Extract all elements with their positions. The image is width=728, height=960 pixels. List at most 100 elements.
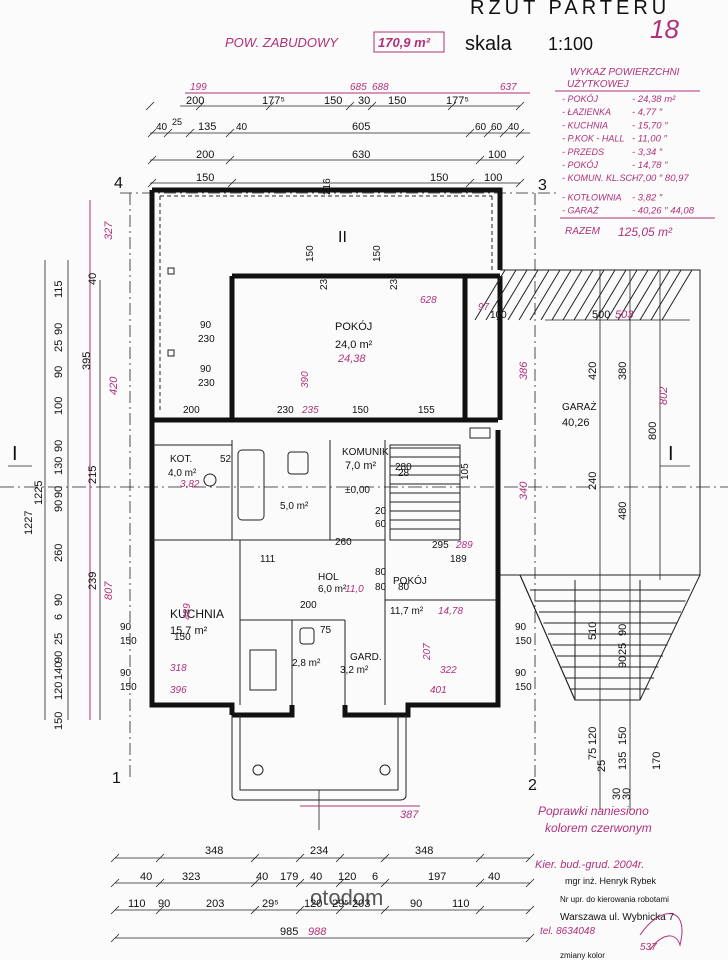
dim-label: 230 (277, 405, 294, 416)
dim-tick (380, 878, 390, 888)
dim-tick (155, 905, 165, 915)
dim-label: 80 (375, 582, 387, 593)
dim-label: 802 (658, 387, 670, 405)
dim-label: 230 (389, 273, 400, 290)
dim-label: 170 (651, 752, 663, 770)
dim-label: 90 (53, 323, 65, 335)
dim-label: 60 (375, 519, 387, 530)
room-name: KUCHNIA (170, 607, 224, 621)
room-name: GARAŻ (562, 400, 596, 413)
dim-tick (515, 128, 525, 138)
dim-label: 150 (120, 636, 137, 647)
dim-tick (110, 853, 120, 863)
roof-hatch-line (551, 269, 583, 321)
dim-tick (335, 853, 345, 863)
dim-tick (475, 878, 485, 888)
section-label: I (12, 443, 18, 465)
roof-hatch-line (496, 269, 528, 321)
dim-label: 150 (388, 95, 406, 107)
dims-left: 1154090259039542010090130902159026023912… (23, 200, 137, 730)
dim-label: 150 (515, 682, 532, 693)
roof-hatch-line (507, 269, 539, 321)
room-area: 4,0 m² (168, 468, 197, 479)
dim-tick (225, 155, 235, 165)
dim-label: 80 (375, 567, 387, 578)
dim-label: 985 (280, 926, 298, 938)
watermark: otodom (310, 885, 383, 910)
dim-label: 150 (515, 636, 532, 647)
dim-label: 75 (320, 625, 332, 636)
dim-label: 189 (450, 554, 467, 565)
area-row-label: - GARAŻ (562, 206, 599, 216)
dim-label: 90 (53, 366, 65, 378)
room-name: KOMUNIK. (342, 447, 391, 458)
axis-label: 1 (112, 770, 121, 787)
dim-label: 90 (515, 668, 527, 679)
area-row-value: - 40,26 ″ 44,08 (632, 206, 695, 217)
dim-label: 90 (53, 440, 65, 452)
dim-tick (195, 101, 205, 111)
dim-tick (110, 878, 120, 888)
dim-tick (147, 178, 157, 188)
dim-label: 480 (617, 502, 629, 520)
sheet-title: RZUT PARTERU (470, 0, 670, 19)
dim-label: 52 (220, 454, 232, 465)
dim-tick (499, 128, 509, 138)
dim-label: 348 (415, 845, 433, 857)
roof-hatch-line (606, 269, 638, 321)
dim-label: 988 (308, 926, 327, 938)
dim-label: 25 (172, 117, 182, 127)
dim-label: 323 (182, 871, 200, 883)
dim-label: 203 (352, 898, 370, 910)
dim-label: 100 (488, 149, 506, 161)
dim-label: 380 (617, 362, 629, 380)
dim-label: 637 (500, 82, 517, 93)
dim-label: 90 (158, 898, 170, 910)
dim-label: 60 (475, 122, 487, 133)
dim-label: 110 (128, 898, 146, 910)
dim-label: 216 (322, 178, 333, 195)
dim-label: 30 (611, 788, 623, 800)
dim-label: 40 (236, 122, 248, 133)
stamp-phone: tel. 8634048 (540, 926, 595, 937)
room-name: HOL (318, 572, 339, 583)
dim-label: 387 (400, 809, 419, 821)
stair-outline (389, 444, 461, 541)
roof-hatch-line (639, 269, 671, 321)
area-table: WYKAZ POWIERZCHNI UŻYTKOWEJ - POKÓJ- 24,… (555, 67, 715, 239)
room-area: 6,0 m² (318, 584, 347, 595)
dim-label: 395 (81, 352, 93, 370)
dim-label: 90 (617, 656, 629, 668)
dim-label: 25 (53, 340, 65, 352)
dim-label: 97 (478, 302, 490, 313)
dim-label: 100 (490, 310, 507, 321)
dim-label: 60 (491, 122, 503, 133)
dim-tick (185, 128, 195, 138)
area-total-label: RAZEM (565, 226, 601, 237)
dim-label: 1227 (23, 511, 35, 535)
dim-tick (367, 101, 377, 111)
dim-tick (145, 101, 155, 111)
dim-tick (295, 905, 305, 915)
dim-label: 807 (103, 581, 115, 600)
dim-label: 503 (615, 309, 634, 321)
dim-label: 130 (53, 457, 65, 475)
roof-hatch-line (661, 269, 693, 321)
correction-note: kolorem czerwonym (545, 821, 652, 835)
dim-label: 150 (617, 727, 629, 745)
dim-label: 1225 (33, 481, 45, 505)
footer-note: zmiany kolor (560, 951, 605, 960)
dim-label: 420 (108, 376, 120, 395)
dim-tick (155, 878, 165, 888)
built-area-value: 170,9 m² (378, 35, 431, 50)
area-row-label: - POKÓJ (562, 160, 599, 170)
stamp-line: mgr inż. Henryk Rybek (565, 876, 657, 886)
dim-label: 155 (418, 405, 435, 416)
room-area: 3,2 m² (340, 665, 369, 676)
dim-label: 40 (310, 871, 322, 883)
dim-label: 605 (352, 121, 370, 133)
room-name: GARD. (350, 652, 382, 663)
dim-tick (465, 178, 475, 188)
